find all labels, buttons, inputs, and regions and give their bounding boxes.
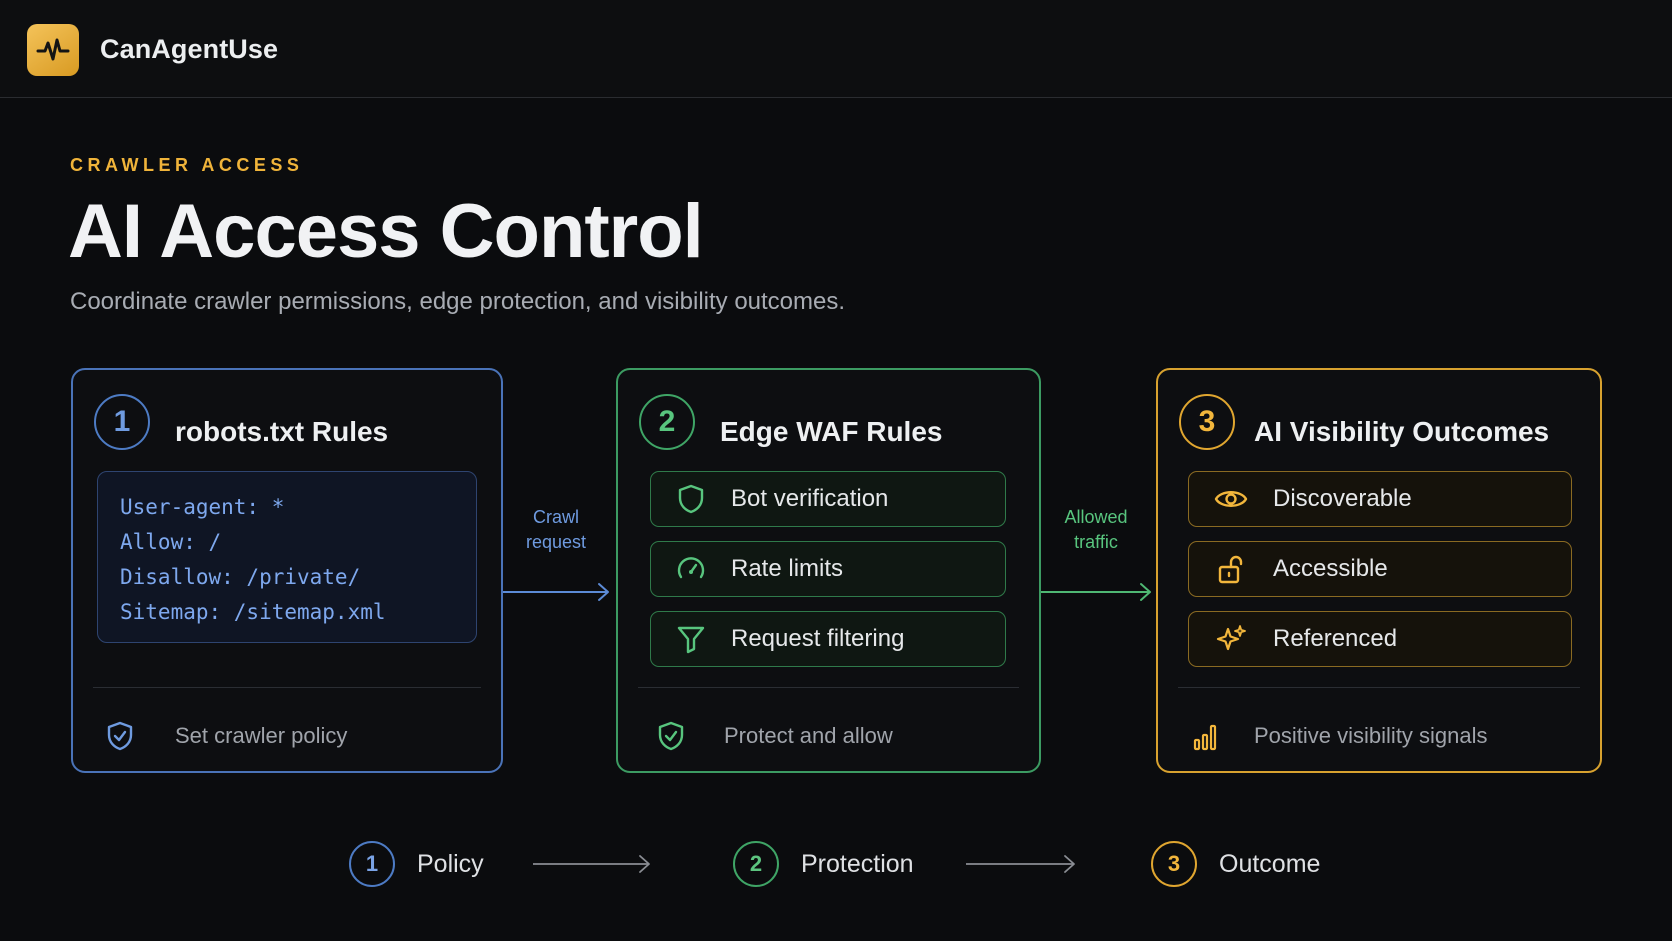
sparkle-icon [1216, 625, 1246, 651]
robots-rules-card: 1 robots.txt Rules User-agent: * Allow: … [71, 368, 503, 773]
code-line: User-agent: * [120, 495, 285, 519]
pulse-icon [36, 38, 70, 61]
footer-label: Protect and allow [724, 723, 893, 748]
shield-check-icon [107, 721, 133, 751]
card-title: robots.txt Rules [175, 416, 389, 447]
card-footer: Set crawler policy [103, 708, 347, 764]
top-bar: CanAgentUse [0, 0, 1672, 98]
flow-step-policy: 1 Policy [349, 841, 484, 887]
waf-item-request-filtering[interactable]: Request filtering [650, 611, 1006, 667]
flow-step-protection: 2 Protection [733, 841, 914, 887]
brand-name[interactable]: CanAgentUse [100, 34, 279, 64]
card-divider [93, 687, 481, 688]
item-label: Discoverable [1273, 485, 1412, 512]
item-label: Request filtering [731, 625, 905, 652]
flow-step-number: 2 [733, 841, 779, 887]
card-footer: Protect and allow [654, 708, 893, 764]
connector-label-crawl: Crawl request [512, 505, 600, 555]
item-label: Accessible [1273, 555, 1388, 582]
edge-waf-card: 2 Edge WAF Rules Bot verification Rate l… [616, 368, 1041, 773]
page-subtitle: Coordinate crawler permissions, edge pro… [70, 288, 846, 315]
step-number-badge: 3 [1179, 394, 1235, 450]
shield-icon [678, 484, 704, 514]
robots-code-block: User-agent: * Allow: / Disallow: /privat… [97, 471, 477, 643]
item-label: Rate limits [731, 555, 844, 582]
footer-label: Positive visibility signals [1254, 723, 1488, 748]
card-divider [638, 687, 1019, 688]
connector-label-line: Crawl [532, 507, 579, 527]
flow-step-number: 3 [1151, 841, 1197, 887]
card-title: AI Visibility Outcomes [1254, 416, 1550, 447]
connector-label-line: Allowed [1064, 507, 1128, 527]
waf-item-bot-verification[interactable]: Bot verification [650, 471, 1006, 527]
step-number-badge: 1 [94, 394, 150, 450]
flow-step-outcome: 3 Outcome [1151, 841, 1320, 887]
step-number-badge: 2 [639, 394, 695, 450]
connector-label-line: traffic [1074, 532, 1118, 552]
ai-visibility-card: 3 AI Visibility Outcomes Discoverable Ac… [1156, 368, 1602, 773]
code-line: Allow: / [120, 530, 222, 554]
gauge-icon [677, 557, 705, 579]
eye-icon [1214, 491, 1248, 507]
connector-label-allowed: Allowed traffic [1050, 505, 1142, 555]
outcome-item-referenced[interactable]: Referenced [1188, 611, 1572, 667]
filter-icon [677, 626, 705, 654]
flow-step-number: 1 [349, 841, 395, 887]
card-footer: Positive visibility signals [1190, 708, 1488, 764]
shield-check-icon [658, 721, 684, 751]
section-eyebrow: CRAWLER ACCESS [70, 155, 304, 175]
waf-item-rate-limits[interactable]: Rate limits [650, 541, 1006, 597]
outcome-item-accessible[interactable]: Accessible [1188, 541, 1572, 597]
code-line: Sitemap: /sitemap.xml [120, 600, 386, 624]
flow-step-label: Policy [417, 849, 484, 878]
flow-step-label: Protection [801, 849, 914, 878]
page-title: AI Access Control [68, 189, 704, 274]
footer-label: Set crawler policy [175, 723, 348, 748]
arrow-right-icon [966, 855, 1075, 873]
card-title: Edge WAF Rules [720, 416, 943, 447]
connector-label-line: request [525, 532, 587, 552]
unlock-icon [1218, 555, 1243, 584]
code-line: Disallow: /private/ [120, 565, 361, 589]
bar-chart-icon [1193, 724, 1217, 751]
outcome-item-discoverable[interactable]: Discoverable [1188, 471, 1572, 527]
arrow-right-icon [503, 583, 609, 601]
item-label: Bot verification [731, 485, 889, 512]
app-logo[interactable] [27, 24, 79, 76]
arrow-right-icon [1041, 583, 1151, 601]
arrow-right-icon [533, 855, 650, 873]
flow-step-label: Outcome [1219, 849, 1321, 878]
item-label: Referenced [1273, 625, 1398, 652]
card-divider [1178, 687, 1580, 688]
